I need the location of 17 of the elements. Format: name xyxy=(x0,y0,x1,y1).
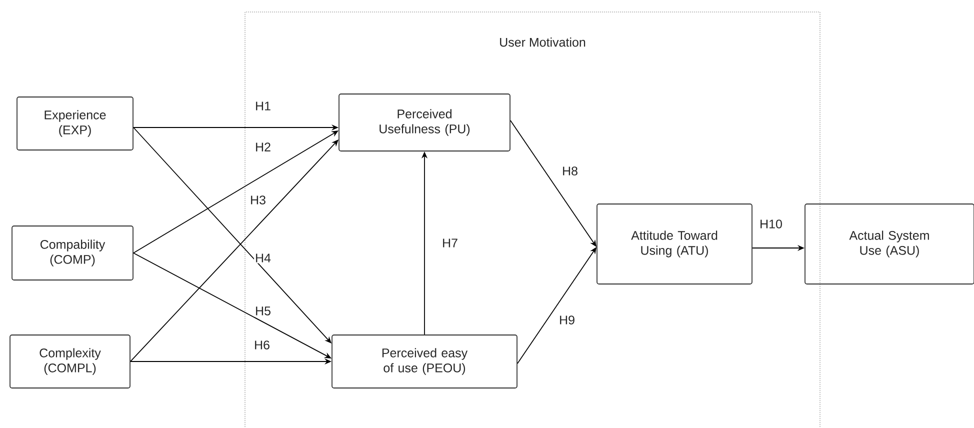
construct-box: Attitude Toward Using (ATU) xyxy=(596,204,752,284)
edge-label: H2 xyxy=(254,142,272,152)
edge-label: H4 xyxy=(254,252,272,264)
edge-label: H8 xyxy=(561,166,579,176)
edge-label: H7 xyxy=(441,238,459,248)
construct-box: Perceived Usefulness (PU) xyxy=(338,94,510,152)
edge-label: H9 xyxy=(558,314,576,326)
construct-box: Compability (COMP) xyxy=(12,226,134,280)
construct-box: Perceived easy of use (PEOU) xyxy=(332,334,518,388)
edge-label: H1 xyxy=(254,100,272,112)
edge-label: H10 xyxy=(758,218,784,230)
construct-box: Actual System Use (ASU) xyxy=(804,204,974,284)
edge-label: H3 xyxy=(249,194,267,206)
construct-box: Complexity (COMPL) xyxy=(10,334,130,388)
edge-label: H5 xyxy=(254,306,272,316)
construct-box: Experience (EXP) xyxy=(16,96,134,150)
edge-label: H6 xyxy=(253,340,271,350)
